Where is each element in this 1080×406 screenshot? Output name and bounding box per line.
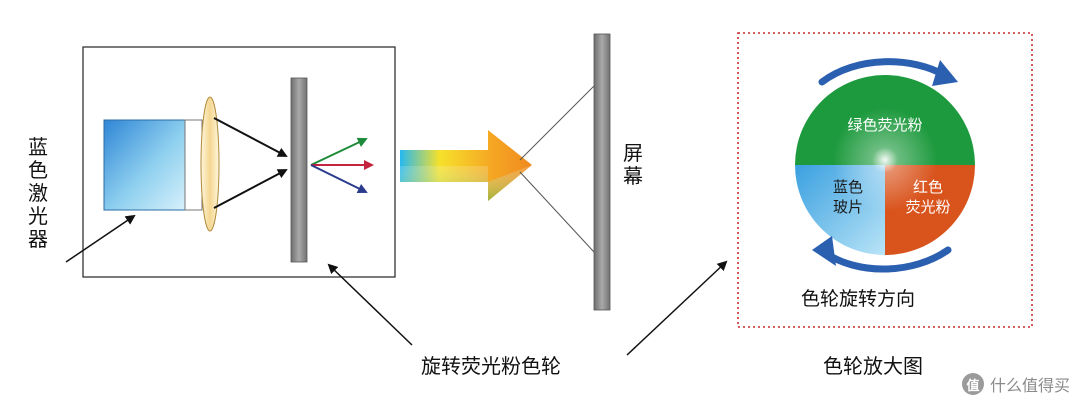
laser-source	[103, 119, 187, 211]
color-wheel	[795, 75, 975, 255]
laser-beam-lower	[213, 169, 288, 209]
output-light-arrow-shade	[400, 165, 532, 201]
zoom-caption: 色轮放大图	[823, 354, 923, 378]
blue-segment-label-line1: 蓝色	[832, 178, 863, 196]
phosphor-wheel-plate	[290, 77, 308, 263]
red-segment-label-line2: 荧光粉	[905, 198, 951, 216]
watermark-logo-icon: 值	[961, 373, 984, 395]
wheel-pointer-line	[327, 263, 413, 346]
laser-housing	[184, 119, 203, 211]
rotation-arrow-bottom-head	[812, 236, 836, 266]
laser-beam-upper	[213, 117, 288, 157]
optical-engine-box	[82, 46, 396, 278]
red-segment-label-line1: 红色	[912, 178, 943, 196]
rotation-direction-label: 色轮旋转方向	[801, 288, 916, 310]
phosphor-wheel-label: 旋转荧光粉色轮	[421, 354, 561, 378]
laser-pointer-line	[65, 214, 136, 263]
watermark-text: 什么值得买	[989, 376, 1070, 395]
emitted-green-light	[310, 137, 368, 166]
projection-screen	[593, 33, 611, 311]
zoom-pointer-line	[626, 260, 728, 356]
red-segment-label: 红色 荧光粉	[890, 177, 966, 217]
zoom-frame	[737, 32, 1033, 328]
projection-line-top	[519, 85, 595, 161]
rotation-arrow-top-head	[932, 60, 958, 86]
focusing-lens	[200, 96, 220, 232]
projection-line-bottom	[519, 171, 595, 253]
rotation-arrow-bottom	[820, 246, 952, 273]
output-light-arrow	[400, 130, 532, 201]
screen-label: 屏幕	[623, 141, 643, 188]
blue-segment-label: 蓝色 玻片	[818, 177, 878, 217]
green-segment-label: 绿色荧光粉	[847, 116, 923, 134]
rotation-arrow-top	[818, 58, 950, 86]
watermark: 值 什么值得买	[961, 372, 1070, 396]
emitted-blue-light	[310, 164, 368, 193]
wheel-center-glow	[833, 108, 937, 212]
blue-segment-label-line2: 玻片	[832, 198, 863, 216]
laser-label: 蓝色激光器	[28, 135, 48, 251]
